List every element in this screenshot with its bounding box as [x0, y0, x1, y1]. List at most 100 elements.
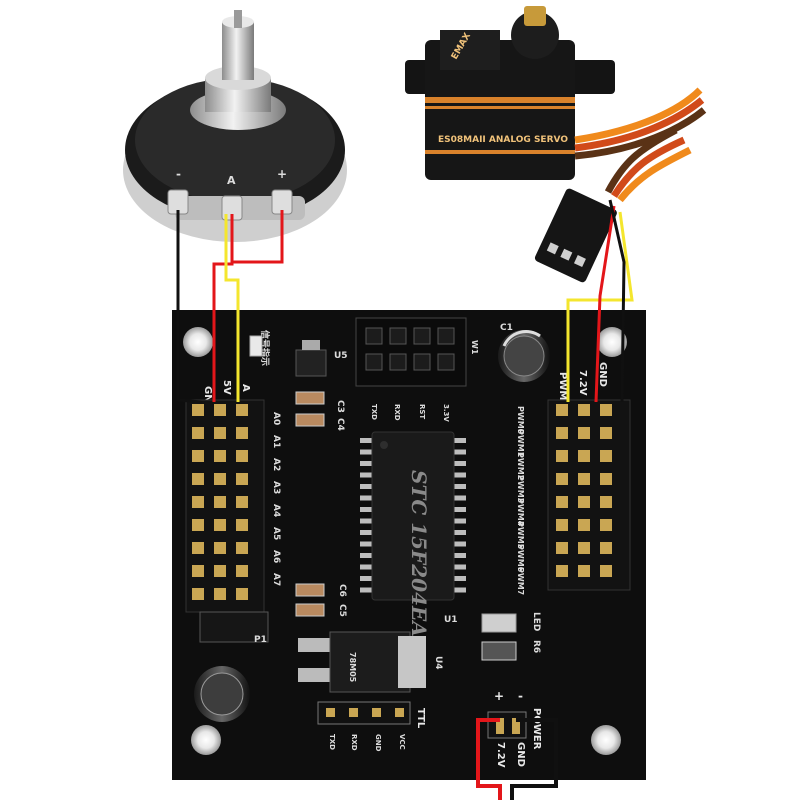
servo-model-label: ES08MAII ANALOG SERVO	[438, 135, 568, 145]
chip-leg	[360, 553, 374, 558]
right-pin	[556, 496, 568, 508]
mount-hole-bottom-right	[591, 725, 621, 755]
led-component	[481, 613, 517, 633]
left-pin	[192, 427, 204, 439]
chip-leg	[360, 495, 374, 501]
left-pin	[192, 404, 204, 416]
right-pin	[556, 404, 568, 416]
left-5v-label: 5V	[221, 380, 232, 395]
left-pin	[214, 542, 226, 554]
chip-leg	[360, 564, 374, 570]
power-plus-label: +	[494, 689, 504, 703]
right-pin	[556, 519, 568, 531]
left-pin	[236, 519, 248, 531]
chip-leg	[452, 541, 466, 547]
isp-pin	[437, 327, 455, 345]
right-channel-label: PWM2	[516, 452, 525, 480]
left-channel-label: A5	[271, 527, 281, 540]
chip-leg	[452, 472, 466, 478]
isp-pin-3: 3.3V	[442, 404, 450, 422]
indicator-led	[249, 335, 263, 357]
power-7v2-label: 7.2V	[495, 742, 506, 768]
isp-pin	[365, 353, 383, 371]
left-pin	[214, 588, 226, 600]
wire-power-red	[476, 718, 502, 800]
chip-leg	[452, 495, 466, 501]
left-pin	[192, 473, 204, 485]
wire-servo-gnd-black	[608, 199, 626, 403]
chip-leg	[452, 518, 466, 524]
chip-leg	[360, 484, 374, 489]
left-pin	[236, 473, 248, 485]
right-pin	[600, 404, 612, 416]
chip-marking: STC 15F204EA	[407, 470, 431, 637]
power-header	[487, 711, 527, 739]
mount-hole-top-right	[597, 327, 627, 357]
isp-pin	[389, 327, 407, 345]
right-pin	[600, 427, 612, 439]
left-pin	[236, 450, 248, 462]
potentiometer: - A +	[123, 10, 347, 242]
c3-label: C3	[335, 400, 345, 413]
regulator-marking: 78M05	[348, 652, 357, 683]
right-channel-label: PWM3	[516, 475, 525, 503]
left-header-id: P1	[254, 635, 267, 645]
cap-c1	[498, 330, 550, 382]
right-pin	[600, 519, 612, 531]
right-pin	[600, 565, 612, 577]
right-pin	[578, 519, 590, 531]
chip-leg	[452, 587, 466, 593]
isp-pin	[389, 353, 407, 371]
right-pin	[556, 450, 568, 462]
u5-component	[295, 349, 327, 377]
chip-leg	[360, 472, 374, 478]
isp-pin-1: RXD	[393, 404, 401, 421]
servo-cable-orange	[574, 87, 703, 144]
u1-label: U1	[444, 615, 458, 625]
pot-pin-a-label: A	[227, 174, 236, 187]
left-pin	[192, 450, 204, 462]
ttl-pin-3: VCC	[398, 734, 406, 750]
servo: ES08MAII ANALOG SERVO EMAX	[405, 6, 707, 283]
left-pin	[214, 519, 226, 531]
chip-u1: STC 15F204EA	[360, 431, 466, 637]
left-pin	[192, 542, 204, 554]
u5-label: U5	[334, 351, 348, 361]
right-pin	[556, 427, 568, 439]
r6-component	[481, 641, 517, 661]
left-channel-label: A1	[271, 435, 281, 448]
wire-pot-a-yellow	[224, 214, 240, 402]
right-pin-header	[547, 399, 631, 591]
wires	[176, 199, 634, 800]
right-pin	[578, 565, 590, 577]
servo-cable-red	[574, 97, 705, 152]
left-pin	[236, 542, 248, 554]
chip-leg	[452, 507, 466, 512]
chip-leg	[360, 541, 374, 547]
c5-component	[295, 603, 325, 617]
left-pin	[214, 450, 226, 462]
chip-leg	[452, 484, 466, 489]
left-pin	[214, 496, 226, 508]
right-gnd-label: GND	[597, 362, 608, 387]
cap-c2	[194, 666, 250, 722]
chip-leg	[360, 587, 374, 593]
left-channel-label: A3	[271, 481, 281, 494]
right-channel-label: PWM4	[516, 498, 525, 527]
mount-hole-bottom-left	[191, 725, 221, 755]
isp-pin-2: RST	[418, 404, 426, 419]
servo-connector	[534, 188, 617, 283]
chip-leg	[360, 507, 374, 512]
isp-pin	[413, 327, 431, 345]
servo-gear	[524, 6, 546, 26]
c3-component	[295, 391, 325, 405]
left-gnd-label: GND	[202, 386, 213, 411]
right-channel-label: PWM7	[516, 567, 525, 595]
left-pin-header	[185, 399, 265, 613]
wire-power-black	[510, 718, 558, 800]
left-pin	[214, 473, 226, 485]
right-pin	[556, 473, 568, 485]
ttl-pin-1: RXD	[350, 734, 358, 751]
